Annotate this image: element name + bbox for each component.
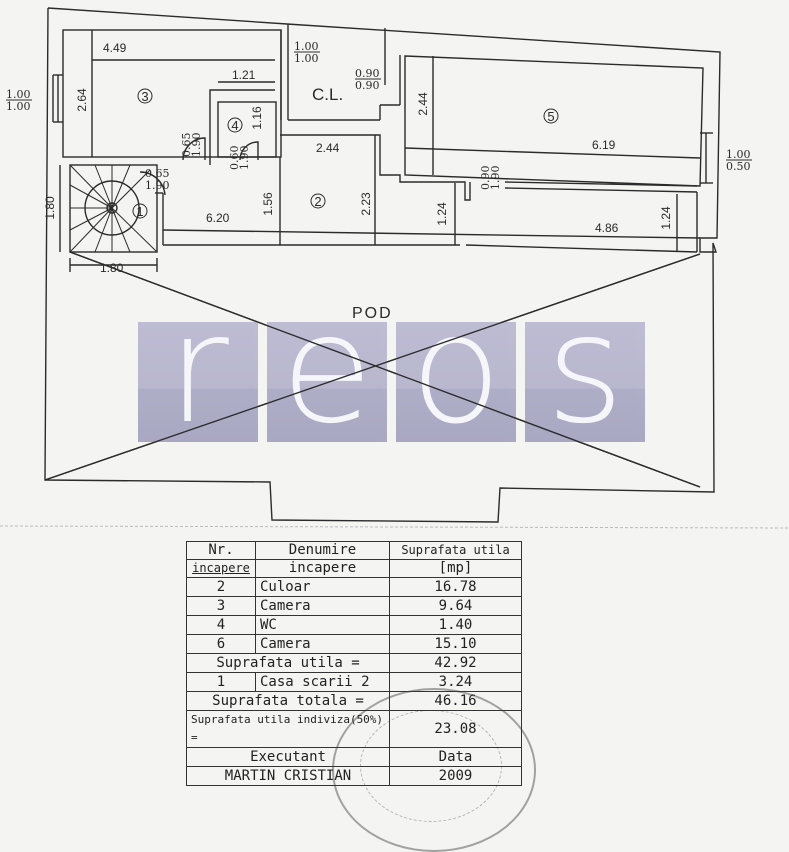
svg-text:0.60: 0.60 [228,146,241,171]
room-5-marker: 5 [543,108,559,124]
table-row: 4 WC 1.40 [186,615,522,635]
row-area: 1.40 [389,615,522,635]
row-name: Camera [255,596,390,616]
total-area-value: 46.16 [389,691,522,711]
executant-name: MARTIN CRISTIAN [186,766,390,786]
svg-text:1.16: 1.16 [250,106,264,130]
svg-text:0.90: 0.90 [355,79,380,92]
executant-row: Executant Data [186,747,522,767]
header-nr: Nr. [186,541,256,560]
svg-text:2.64: 2.64 [75,88,89,112]
header-nr-2: incapere [186,559,256,578]
svg-text:1.80: 1.80 [43,196,57,220]
svg-text:1.00: 1.00 [6,88,31,101]
svg-text:0.65: 0.65 [145,167,170,180]
executant-label: Executant [186,747,390,767]
svg-text:1.00: 1.00 [726,148,751,161]
watermark-tile-s: s [525,322,645,442]
svg-text:1.24: 1.24 [435,202,449,226]
svg-text:1.24: 1.24 [659,206,673,230]
svg-text:1.90: 1.90 [238,146,251,171]
svg-text:6.19: 6.19 [592,138,616,152]
area-table: Nr. Denumire Suprafata utila incapere in… [186,541,522,786]
room-4-marker: 4 [227,117,243,133]
svg-text:6.20: 6.20 [206,211,230,225]
total-area-label: Suprafata totala = [186,691,390,711]
cl-label: C.L. [312,85,343,104]
total-area-row: Suprafata totala = 46.16 [186,691,522,711]
svg-text:0.65: 0.65 [180,133,193,158]
svg-text:1.90: 1.90 [145,179,170,192]
undivided-area-label: Suprafata utila indiviza(50%) = [186,710,390,748]
useful-area-row: Suprafata utila = 42.92 [186,653,522,673]
svg-text:0.50: 0.50 [726,160,751,173]
svg-text:1.21: 1.21 [232,68,256,82]
undivided-area-row: Suprafata utila indiviza(50%) = 23.08 [186,710,522,748]
watermark-tile-o: o [396,322,516,442]
room-1-marker: 1 [132,203,148,219]
row-nr: 2 [186,577,256,597]
svg-text:2.44: 2.44 [316,141,340,155]
stair-nr: 1 [186,672,256,692]
header-name-2: incapere [255,559,390,578]
watermark-tile-e: e [267,322,387,442]
svg-text:2: 2 [314,194,321,209]
table-row: 3 Camera 9.64 [186,596,522,616]
table-header-row-2: incapere incapere [mp] [186,559,522,578]
row-nr: 6 [186,634,256,654]
undivided-area-value: 23.08 [389,710,522,748]
room-labels: 3 4 1 2 5 [132,88,559,219]
signature-row: MARTIN CRISTIAN 2009 [186,766,522,786]
row-nr: 4 [186,615,256,635]
row-name: Culoar [255,577,390,597]
watermark-tile-r: r [138,322,258,442]
stair-row: 1 Casa scarii 2 3.24 [186,672,522,692]
room-3-marker: 3 [137,88,153,104]
svg-text:0.90: 0.90 [355,67,380,80]
row-area: 16.78 [389,577,522,597]
svg-text:2.44: 2.44 [416,92,430,116]
attic-outline [44,7,721,523]
header-area: Suprafata utila [389,541,522,560]
svg-text:1.56: 1.56 [261,192,275,216]
svg-text:1.90: 1.90 [489,166,502,191]
attic-label: POD [352,305,393,322]
svg-text:2.23: 2.23 [359,192,373,216]
row-nr: 3 [186,596,256,616]
useful-area-label: Suprafata utila = [186,653,390,673]
svg-text:4: 4 [231,118,238,133]
svg-text:5: 5 [547,109,554,124]
svg-text:3: 3 [141,89,148,104]
floor-plan-drawing: 3 4 1 2 5 C.L. POD 4.49 1.21 6.20 2.44 6… [0,7,789,529]
svg-text:1.90: 1.90 [190,133,203,158]
row-name: Camera [255,634,390,654]
table-header-row: Nr. Denumire Suprafata utila [186,541,522,560]
row-area: 15.10 [389,634,522,654]
svg-text:4.49: 4.49 [103,41,127,55]
useful-area-value: 42.92 [389,653,522,673]
row-name: WC [255,615,390,635]
svg-text:0.90: 0.90 [479,166,492,191]
stair-name: Casa scarii 2 [255,672,390,692]
header-area-2: [mp] [389,559,522,578]
stair-area: 3.24 [389,672,522,692]
svg-text:1: 1 [136,204,143,219]
svg-text:1.00: 1.00 [294,40,319,53]
svg-text:1.80: 1.80 [100,261,124,275]
header-name: Denumire [255,541,390,560]
row-area: 9.64 [389,596,522,616]
room-2-marker: 2 [310,193,326,209]
table-row: 2 Culoar 16.78 [186,577,522,597]
date-label: Data [389,747,522,767]
date-value: 2009 [389,766,522,786]
table-row: 6 Camera 15.10 [186,634,522,654]
svg-text:4.86: 4.86 [595,221,619,235]
svg-text:1.00: 1.00 [6,100,31,113]
svg-text:1.00: 1.00 [294,52,319,65]
